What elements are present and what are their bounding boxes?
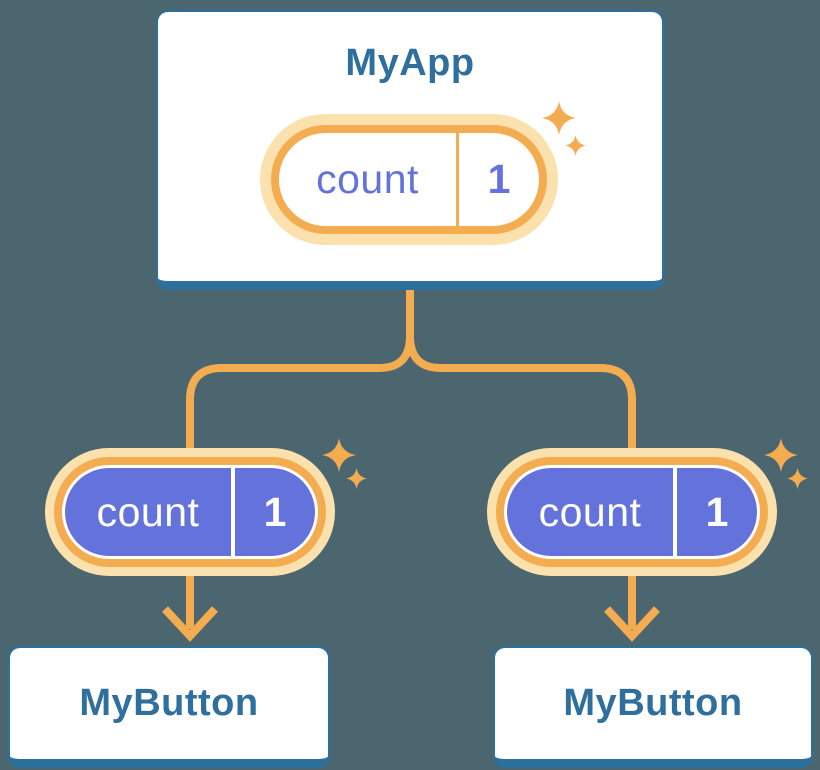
sparkle-icon: [542, 101, 576, 135]
prop-value: 1: [705, 488, 729, 535]
prop-name: count: [538, 488, 642, 535]
prop-value: 1: [263, 488, 287, 535]
arrow-head-left: [162, 606, 218, 642]
branch-line-right: [406, 288, 636, 452]
component-card-myapp: MyApp count 1: [156, 10, 664, 290]
pill-divider: [456, 133, 459, 226]
state-value: 1: [487, 156, 511, 202]
pill-divider: [231, 468, 235, 556]
prop-pill-left: count 1: [45, 448, 335, 576]
prop-name: count: [96, 488, 200, 535]
sparkle-icon: [764, 438, 798, 472]
prop-pill-ring: count 1: [496, 457, 768, 567]
state-pill: count 1: [260, 114, 558, 245]
prop-pill-body: count 1: [65, 468, 315, 556]
prop-pill-right: count 1: [487, 448, 777, 576]
component-card-mybutton-left: MyButton: [8, 646, 330, 768]
prop-pill-ring: count 1: [54, 457, 326, 567]
prop-pill-inner-ring: count 1: [62, 465, 318, 559]
prop-pill-inner-ring: count 1: [504, 465, 760, 559]
component-card-mybutton-right: MyButton: [493, 646, 813, 768]
pill-divider: [673, 468, 677, 556]
arrow-head-right: [604, 606, 660, 642]
prop-pill-body: count 1: [507, 468, 757, 556]
state-pill-ring: count 1: [271, 125, 547, 234]
sparkle-icon: [322, 438, 356, 472]
state-name: count: [316, 156, 419, 202]
sparkle-icon: [787, 468, 808, 489]
component-title: MyApp: [345, 42, 475, 84]
branch-line-left: [186, 288, 414, 452]
component-title: MyButton: [79, 682, 259, 724]
sparkle-icon: [346, 468, 367, 489]
component-title: MyButton: [563, 682, 743, 724]
sparkle-icon: [565, 135, 586, 156]
